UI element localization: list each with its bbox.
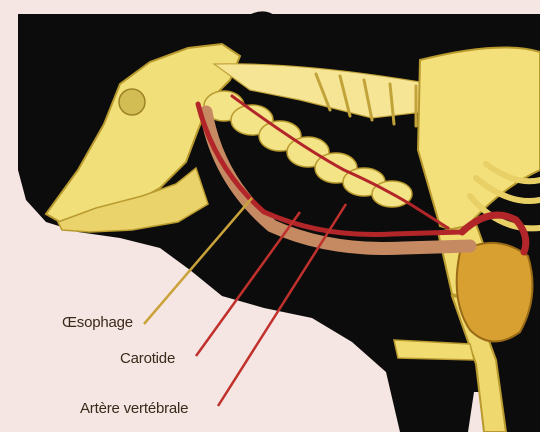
eye-orbit [119,89,145,115]
label-esophagus: Œsophage [62,314,133,331]
heart-shape [457,243,533,342]
label-vertebral-artery: Artère vertébrale [80,400,188,417]
sternum-bone [394,340,474,360]
label-carotid: Carotide [120,350,175,367]
